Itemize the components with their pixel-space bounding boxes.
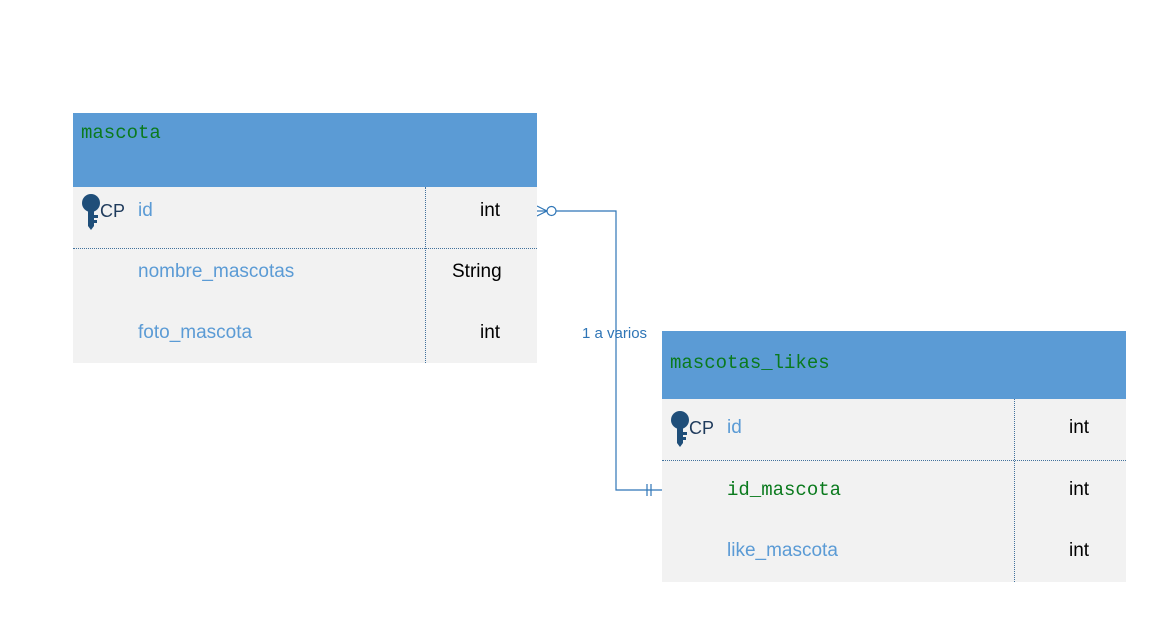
entity-header: mascotas_likes	[662, 331, 1126, 399]
entity-title: mascotas_likes	[670, 352, 830, 374]
field-name: like_mascota	[727, 540, 838, 561]
primary-key-label: CP	[689, 418, 715, 438]
field-type: int	[480, 200, 501, 221]
field-name: id	[727, 417, 742, 438]
field-row[interactable]: foto_mascota int	[73, 310, 537, 371]
field-type: String	[452, 261, 502, 282]
field-type: int	[1069, 540, 1090, 561]
crows-foot-upper	[536, 205, 548, 212]
key-icon	[80, 193, 102, 236]
connector-line	[556, 210, 662, 491]
field-type: int	[1069, 479, 1090, 500]
field-type: int	[1069, 417, 1090, 438]
field-row[interactable]: nombre_mascotas String	[73, 249, 537, 310]
entity-body: CP id int id_mascota int like_mascota in…	[662, 399, 1126, 582]
field-type: int	[480, 322, 501, 343]
field-row[interactable]: id_mascota int	[662, 461, 1126, 522]
column-divider	[1014, 399, 1015, 582]
field-name: foto_mascota	[138, 322, 253, 343]
relationship-label: 1 a varios	[582, 325, 648, 342]
field-row[interactable]: like_mascota int	[662, 522, 1126, 583]
zero-circle	[546, 205, 557, 217]
foreign-key-field-name: id_mascota	[727, 479, 842, 501]
primary-key-label: CP	[100, 201, 126, 221]
key-icon	[669, 410, 691, 453]
entity-mascota[interactable]: mascota CP id int nombre_mascotas String	[73, 113, 537, 363]
column-divider	[425, 187, 426, 363]
field-row[interactable]: CP id int	[73, 187, 537, 249]
crows-foot-lower	[536, 210, 548, 217]
field-name: nombre_mascotas	[138, 261, 295, 282]
entity-mascotas-likes[interactable]: mascotas_likes CP id int id_mascota int	[662, 331, 1126, 582]
entity-body: CP id int nombre_mascotas String foto_ma…	[73, 187, 537, 363]
entity-title: mascota	[81, 122, 161, 144]
field-name: id	[138, 200, 153, 221]
field-row[interactable]: CP id int	[662, 399, 1126, 461]
entity-header: mascota	[73, 113, 537, 187]
